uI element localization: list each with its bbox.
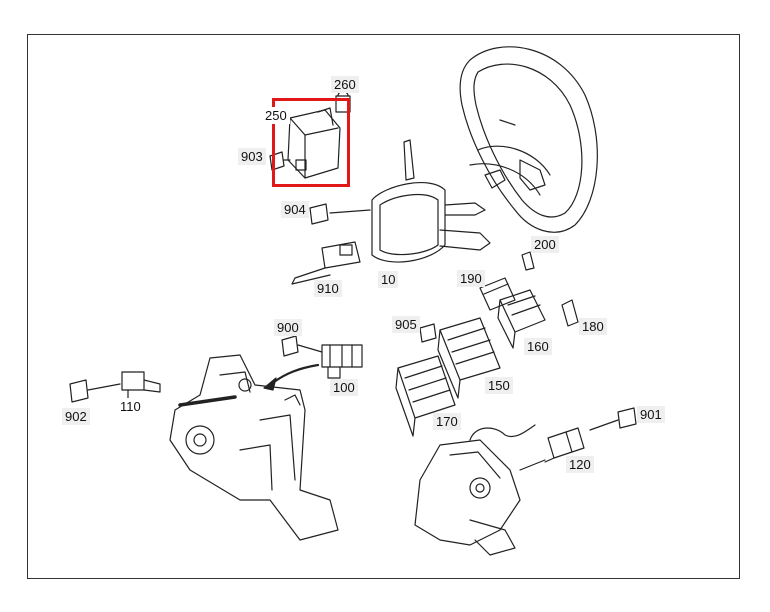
- part-910-sensor: [291, 241, 361, 285]
- part-160-switch-block: [497, 289, 546, 349]
- part-905-connector: [419, 323, 437, 343]
- part-100-switch: [321, 344, 363, 379]
- label-901: 901: [637, 406, 665, 423]
- label-902: 902: [62, 408, 90, 425]
- label-110: 110: [117, 398, 144, 415]
- brake-pedal-assembly: [169, 354, 339, 541]
- part-10-column-module: [329, 139, 491, 263]
- label-190: 190: [457, 270, 485, 287]
- part-200-clip: [521, 251, 535, 271]
- part-190-switch: [479, 277, 516, 311]
- highlight-box-part-250: [272, 98, 350, 187]
- part-901-connector: [589, 407, 637, 431]
- label-160: 160: [524, 338, 552, 355]
- part-903-connector: [269, 151, 291, 171]
- part-250-module: [287, 107, 341, 179]
- label-905: 905: [392, 316, 420, 333]
- install-arrow: [268, 363, 320, 387]
- label-900: 900: [274, 319, 302, 336]
- part-110-switch: [121, 371, 161, 399]
- part-150-switch-block: [437, 317, 501, 399]
- label-910: 910: [314, 280, 342, 297]
- part-120-sensor: [544, 427, 585, 463]
- label-10: 10: [378, 271, 399, 288]
- label-903: 903: [238, 148, 266, 165]
- label-150: 150: [485, 377, 513, 394]
- label-250: 250: [262, 107, 290, 124]
- part-904-connector: [309, 203, 329, 225]
- part-180-cap: [561, 299, 579, 327]
- accelerator-pedal-assembly: [414, 424, 546, 556]
- steering-wheel: [459, 46, 598, 233]
- part-170-switch-block: [395, 355, 456, 437]
- label-100: 100: [330, 379, 358, 396]
- label-180: 180: [579, 318, 607, 335]
- part-902-connector: [69, 379, 121, 403]
- label-904: 904: [281, 201, 309, 218]
- label-170: 170: [433, 413, 461, 430]
- diagram-frame: [27, 34, 740, 579]
- part-900-connector: [281, 335, 323, 357]
- label-200: 200: [531, 236, 559, 253]
- label-260: 260: [331, 76, 359, 93]
- label-120: 120: [566, 456, 594, 473]
